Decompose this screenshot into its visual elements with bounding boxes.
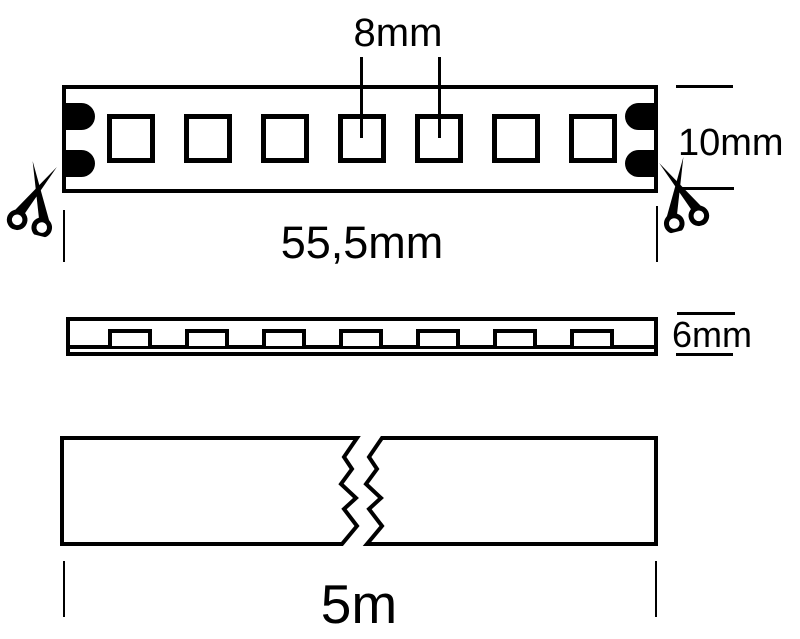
length-extension-line: [63, 561, 65, 617]
scissors-icon: [6, 160, 57, 238]
pitch-leader-line: [360, 57, 363, 138]
led-chip: [184, 114, 232, 163]
led-profile: [570, 329, 614, 346]
led-chip: [492, 114, 540, 163]
solder-pad: [66, 103, 95, 130]
led-profile: [108, 329, 152, 346]
length-extension-line: [655, 561, 657, 617]
segment-length-label: 55,5mm: [280, 217, 444, 268]
solder-pad: [625, 103, 654, 130]
segment-extension-line: [656, 206, 658, 262]
segment-extension-line: [63, 210, 65, 262]
led-chip: [107, 114, 155, 163]
height-extension-line: [677, 312, 735, 315]
solder-pad: [66, 150, 95, 177]
side-view-pcb-line: [70, 345, 654, 349]
led-pitch-label: 8mm: [353, 11, 443, 55]
strip-width-label: 10mm: [678, 122, 784, 164]
height-extension-line: [676, 353, 733, 356]
scissors-icon: [659, 156, 710, 234]
total-length-label: 5m: [320, 573, 398, 635]
width-extension-line: [676, 85, 733, 88]
reel-outline-with-break: [60, 436, 658, 546]
led-profile: [262, 329, 306, 346]
led-profile: [185, 329, 229, 346]
led-profile: [416, 329, 460, 346]
led-chip: [569, 114, 617, 163]
pitch-leader-line: [438, 57, 441, 138]
led-profile: [339, 329, 383, 346]
led-profile: [493, 329, 537, 346]
strip-height-label: 6mm: [672, 314, 752, 355]
led-chip: [261, 114, 309, 163]
solder-pad: [625, 150, 654, 177]
width-extension-line: [681, 187, 734, 190]
